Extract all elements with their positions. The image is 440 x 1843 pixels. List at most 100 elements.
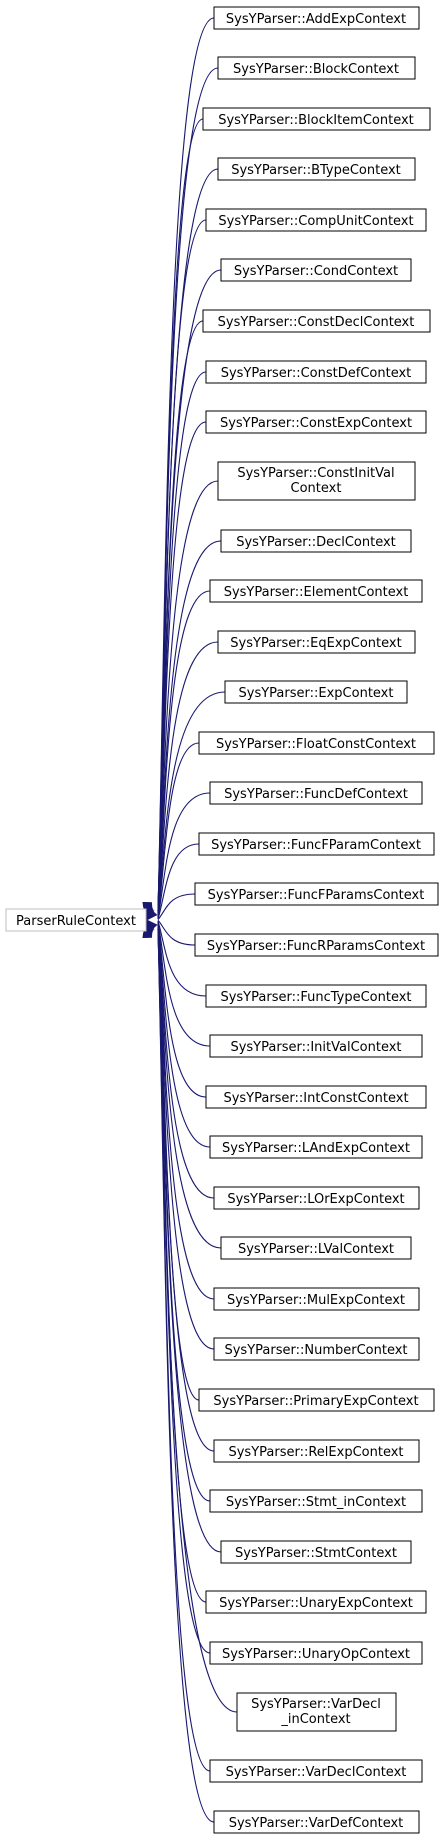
class-label: SysYParser::EqExpContext (230, 636, 401, 651)
class-sysyparser-intconstcontext-21-node[interactable]: SysYParser::IntConstContext (205, 1085, 427, 1109)
class-label: SysYParser::NumberContext (224, 1343, 407, 1358)
class-label: SysYParser::PrimaryExpContext (213, 1394, 418, 1409)
class-sysyparser-blockitemcontext-2-node[interactable]: SysYParser::BlockItemContext (202, 107, 431, 131)
class-sysyparser-funcdefcontext-15-node[interactable]: SysYParser::FuncDefContext (209, 781, 423, 805)
root-class-box (5, 908, 147, 932)
class-sysyparser-stmtcontext-30-node[interactable]: SysYParser::StmtContext (220, 1540, 412, 1564)
class-label: SysYParser::InitValContext (230, 1040, 401, 1055)
class-label: SysYParser::UnaryOpContext (222, 1647, 410, 1662)
class-box (209, 1135, 423, 1159)
derived-class-nodes: SysYParser::AddExpContextSysYParser::Blo… (194, 6, 439, 1834)
class-label: SysYParser::ConstDeclContext (218, 315, 415, 330)
root-class-node: ParserRuleContext (5, 908, 147, 932)
class-sysyparser-addexpcontext-0-node[interactable]: SysYParser::AddExpContext (213, 6, 420, 30)
class-sysyparser-funcfparamscontext-17-node[interactable]: SysYParser::FuncFParamsContext (194, 882, 439, 906)
class-sysyparser-primaryexpcontext-27-node[interactable]: SysYParser::PrimaryExpContext (198, 1388, 435, 1412)
class-sysyparser-constdeclcontext-6-node[interactable]: SysYParser::ConstDeclContext (202, 309, 431, 333)
class-box (213, 1287, 420, 1311)
inheritance-edge (157, 919, 196, 946)
class-label: SysYParser::FuncTypeContext (220, 990, 411, 1005)
class-box (198, 731, 435, 755)
class-box (217, 630, 416, 654)
class-sysyparser-vardeclcontext-34-node[interactable]: SysYParser::VarDeclContext (209, 1759, 423, 1783)
class-box (205, 410, 427, 434)
class-sysyparser-expcontext-13-node[interactable]: SysYParser::ExpContext (224, 680, 408, 704)
class-sysyparser-btypecontext-3-node[interactable]: SysYParser::BTypeContext (217, 157, 416, 181)
class-sysyparser-unaryexpcontext-31-node[interactable]: SysYParser::UnaryExpContext (205, 1590, 427, 1614)
class-sysyparser-constdefcontext-7-node[interactable]: SysYParser::ConstDefContext (205, 360, 427, 384)
class-box (209, 579, 423, 603)
class-label: SysYParser::FloatConstContext (216, 737, 416, 752)
class-sysyparser-blockcontext-1-node[interactable]: SysYParser::BlockContext (217, 56, 416, 80)
arrowhead-icon (142, 925, 153, 938)
class-box (209, 1034, 423, 1058)
class-box (209, 1759, 423, 1783)
class-label: SysYParser::LAndExpContext (222, 1141, 410, 1156)
class-box (213, 1186, 420, 1210)
class-label: SysYParser::BlockItemContext (218, 113, 414, 128)
class-box (220, 258, 412, 282)
class-sysyparser-unaryopcontext-32-node[interactable]: SysYParser::UnaryOpContext (209, 1641, 423, 1665)
class-sysyparser-lorexpcontext-23-node[interactable]: SysYParser::LOrExpContext (213, 1186, 420, 1210)
inheritance-edge (157, 920, 207, 997)
class-sysyparser-funcrparamscontext-18-node[interactable]: SysYParser::FuncRParamsContext (194, 933, 439, 957)
class-sysyparser-stmt-incontext-29-node[interactable]: SysYParser::Stmt_inContext (209, 1489, 423, 1513)
class-sysyparser-declcontext-10-node[interactable]: SysYParser::DeclContext (220, 529, 412, 553)
class-sysyparser-vardefcontext-35-node[interactable]: SysYParser::VarDefContext (213, 1810, 420, 1834)
class-label: SysYParser::BlockContext (233, 62, 399, 77)
inheritance-edge (157, 921, 211, 1047)
class-sysyparser-elementcontext-11-node[interactable]: SysYParser::ElementContext (209, 579, 423, 603)
class-label: SysYParser::ConstExpContext (220, 416, 412, 431)
inheritance-edge (157, 641, 219, 917)
class-sysyparser-initvalcontext-20-node[interactable]: SysYParser::InitValContext (209, 1034, 423, 1058)
class-sysyparser-compunitcontext-4-node[interactable]: SysYParser::CompUnitContext (205, 208, 427, 232)
class-sysyparser-lvalcontext-24-node[interactable]: SysYParser::LValContext (220, 1236, 412, 1260)
class-sysyparser-constexpcontext-8-node[interactable]: SysYParser::ConstExpContext (205, 410, 427, 434)
class-label: SysYParser::FuncFParamContext (211, 838, 421, 853)
class-box (205, 1590, 427, 1614)
root-class-label: ParserRuleContext (16, 914, 136, 929)
class-label: SysYParser::MulExpContext (227, 1293, 405, 1308)
class-label: SysYParser::ExpContext (239, 686, 394, 701)
class-box (198, 832, 435, 856)
class-box (236, 1692, 397, 1732)
class-sysyparser-floatconstcontext-14-node[interactable]: SysYParser::FloatConstContext (198, 731, 435, 755)
class-box (217, 56, 416, 80)
class-label: SysYParser::ElementContext (224, 585, 409, 600)
class-label: SysYParser::FuncDefContext (224, 787, 408, 802)
class-sysyparser-relexpcontext-28-node[interactable]: SysYParser::RelExpContext (213, 1439, 420, 1463)
class-sysyparser-functypecontext-19-node[interactable]: SysYParser::FuncTypeContext (205, 984, 427, 1008)
class-label: SysYParser::ConstInitVal (237, 466, 394, 481)
inheritance-edge (157, 843, 200, 920)
class-label: Context (291, 481, 342, 496)
class-box (220, 529, 412, 553)
class-box (202, 107, 431, 131)
class-sysyparser-eqexpcontext-12-node[interactable]: SysYParser::EqExpContext (217, 630, 416, 654)
class-label: _inContext (280, 1712, 350, 1727)
class-box (213, 1810, 420, 1834)
class-box (205, 208, 427, 232)
class-sysyparser-mulexpcontext-25-node[interactable]: SysYParser::MulExpContext (213, 1287, 420, 1311)
inheritance-edge (157, 792, 211, 919)
inheritance-edges (142, 17, 238, 1823)
class-sysyparser-numbercontext-26-node[interactable]: SysYParser::NumberContext (213, 1337, 420, 1361)
class-sysyparser-condcontext-5-node[interactable]: SysYParser::CondContext (220, 258, 412, 282)
class-box (220, 1236, 412, 1260)
class-box (194, 882, 439, 906)
class-sysyparser-landexpcontext-22-node[interactable]: SysYParser::LAndExpContext (209, 1135, 423, 1159)
inheritance-edge (157, 742, 200, 918)
class-label: SysYParser::DeclContext (236, 535, 396, 550)
class-box (205, 1085, 427, 1109)
arrowhead-icon (146, 908, 158, 921)
class-sysyparser-funcfparamcontext-16-node[interactable]: SysYParser::FuncFParamContext (198, 832, 435, 856)
class-box (198, 1388, 435, 1412)
class-label: SysYParser::RelExpContext (228, 1445, 403, 1460)
class-box (224, 680, 408, 704)
class-box (217, 461, 416, 501)
class-sysyparser-vardecl-incontext-33-node[interactable]: SysYParser::VarDecl_inContext (236, 1692, 397, 1732)
class-label: SysYParser::CompUnitContext (218, 214, 413, 229)
class-label: SysYParser::LValContext (238, 1242, 394, 1257)
class-box (205, 360, 427, 384)
